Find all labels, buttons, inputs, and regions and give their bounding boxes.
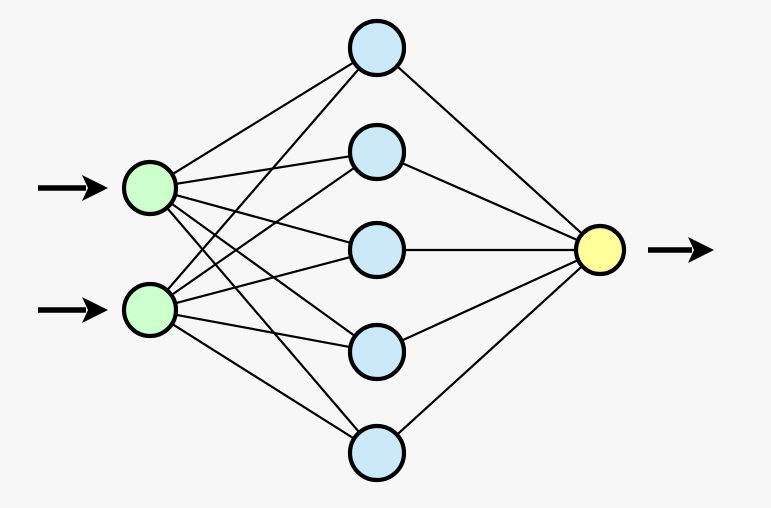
edge-hidden-node-4-to-output-node-1 [399, 258, 581, 343]
edge-input-node-1-to-hidden-node-5 [165, 205, 362, 435]
hidden-node-3[interactable] [347, 220, 407, 280]
output-arrow-1 [648, 237, 714, 263]
edge-input-node-2-to-hidden-node-5 [170, 322, 357, 441]
edge-hidden-node-5-to-output-node-1 [395, 264, 585, 437]
edge-input-node-1-to-hidden-node-1 [170, 60, 356, 176]
hidden-node-4[interactable] [347, 322, 407, 382]
edge-hidden-node-1-to-output-node-1 [395, 64, 585, 236]
edge-input-node-2-to-hidden-node-4 [173, 313, 353, 349]
hidden-node-5[interactable] [347, 423, 407, 483]
edge-input-node-1-to-hidden-node-2 [173, 154, 353, 186]
edge-input-node-2-to-hidden-node-3 [173, 255, 353, 305]
input-arrow-1-head-icon [82, 175, 108, 201]
hidden-node-2[interactable] [347, 122, 407, 182]
edge-hidden-node-2-to-output-node-1 [399, 161, 581, 242]
edges-group [165, 60, 585, 441]
input-arrow-1 [38, 175, 108, 201]
edge-input-node-2-to-hidden-node-1 [165, 66, 362, 293]
edge-input-node-1-to-hidden-node-4 [169, 201, 358, 338]
output-node-1[interactable] [573, 223, 627, 277]
input-node-1[interactable] [121, 159, 179, 217]
input-node-2[interactable] [121, 281, 179, 339]
input-arrow-2 [38, 297, 108, 323]
edge-input-node-1-to-hidden-node-3 [173, 193, 354, 245]
output-arrow-1-head-icon [688, 237, 714, 263]
input-arrow-2-head-icon [82, 297, 108, 323]
hidden-node-1[interactable] [347, 18, 407, 78]
edge-input-node-2-to-hidden-node-2 [169, 165, 357, 297]
nodes-group [121, 18, 627, 483]
io-arrows-group [38, 175, 714, 323]
